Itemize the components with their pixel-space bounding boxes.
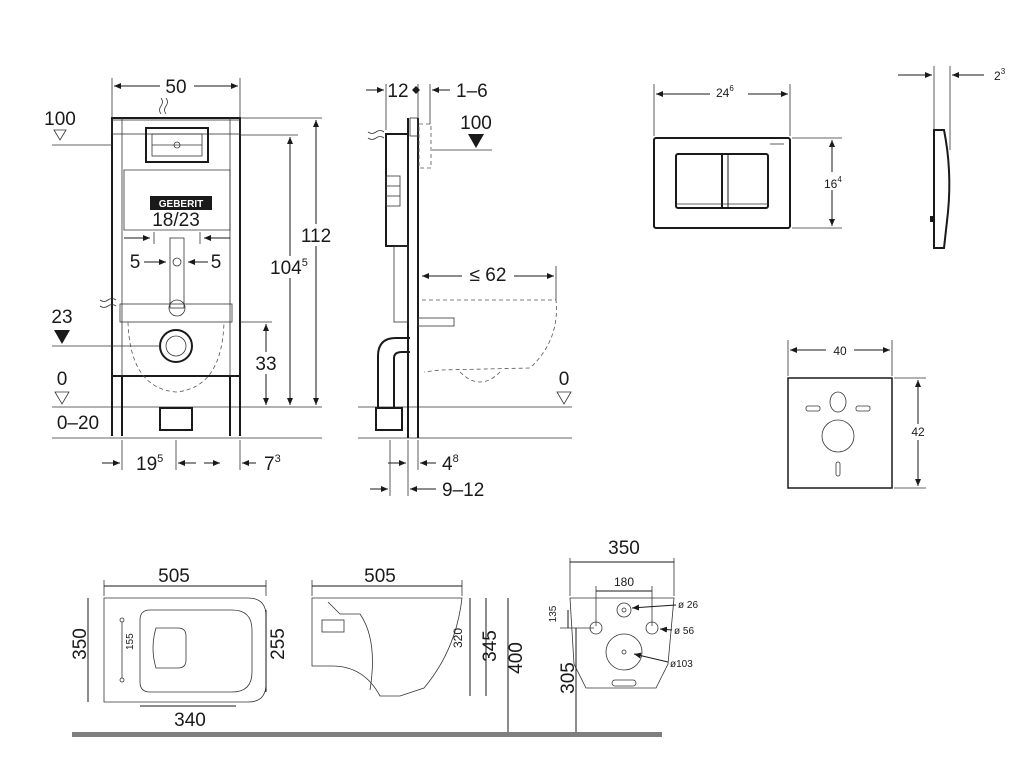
dia-103: ø103 <box>670 659 693 670</box>
level-100-side: 100 <box>460 113 492 134</box>
dim-height-33: 33 <box>255 354 276 375</box>
flush-plate-side: 23 <box>898 66 1006 249</box>
frame-front-view: GEBERIT 50 100 18/23 5 <box>44 76 336 475</box>
level-23: 23 <box>51 307 72 328</box>
bowl-top-255: 255 <box>268 628 289 660</box>
bowl-back-view: 350 180 135 305 ø 26 ø 56 ø103 <box>548 538 698 734</box>
bowl-back-135: 135 <box>548 605 559 622</box>
brand-label: GEBERIT <box>159 199 203 210</box>
dia-56: ø 56 <box>674 626 694 637</box>
bowl-side-505: 505 <box>364 566 396 587</box>
dim-4: 48 <box>442 453 459 475</box>
dim-height-104: 1045 <box>270 257 308 279</box>
dim-18-23: 18/23 <box>152 210 200 231</box>
dia-26: ø 26 <box>678 600 698 611</box>
bowl-back-305: 305 <box>558 662 579 694</box>
plate-height: 164 <box>824 175 842 191</box>
dim-width-50: 50 <box>165 77 186 98</box>
bowl-side-400: 400 <box>506 642 527 674</box>
bowl-top-350: 350 <box>70 628 91 660</box>
flush-plate-front: 246 164 <box>653 84 852 229</box>
brand-badge <box>150 196 212 210</box>
bowl-top-505: 505 <box>158 566 190 587</box>
dim-5-right: 5 <box>211 252 222 273</box>
dim-7: 73 <box>264 453 281 475</box>
bowl-back-350: 350 <box>608 538 640 559</box>
range-0-20: 0–20 <box>57 413 99 434</box>
dim-5-left: 5 <box>130 252 141 273</box>
bowl-top-340: 340 <box>174 710 206 731</box>
bowl-side-320: 320 <box>451 628 465 648</box>
mat-height: 42 <box>911 425 925 439</box>
dim-le-62: ≤ 62 <box>470 265 507 286</box>
plate-thickness: 23 <box>994 67 1006 83</box>
insulation-mat: 40 42 <box>787 340 930 489</box>
dim-1-6: 1–6 <box>456 81 488 102</box>
bowl-side-view: 505 320 345 400 <box>311 566 527 734</box>
dim-height-112: 112 <box>301 226 331 247</box>
plate-width: 246 <box>716 84 734 100</box>
bowl-back-180: 180 <box>614 575 634 589</box>
level-0: 0 <box>57 369 68 390</box>
dim-9-12: 9–12 <box>442 480 484 501</box>
dim-155: 155 <box>125 633 136 650</box>
bowl-side-345: 345 <box>480 630 501 662</box>
dim-12: 12 <box>387 81 408 102</box>
floor-bar <box>72 732 662 737</box>
mat-width: 40 <box>833 344 847 358</box>
level-0-side: 0 <box>559 369 570 390</box>
dim-19: 195 <box>136 453 163 475</box>
level-100: 100 <box>44 109 76 130</box>
bowl-top-view: 155 505 350 255 340 <box>70 566 289 731</box>
frame-side-view: 12 1–6 100 ≤ 62 0 48 9–12 <box>358 81 572 501</box>
